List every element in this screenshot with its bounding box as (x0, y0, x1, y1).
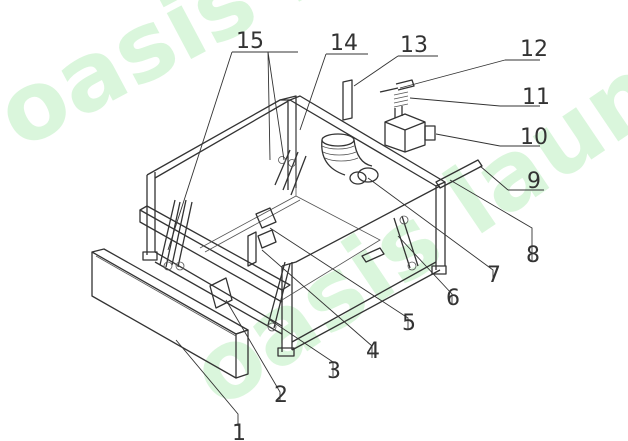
callout-7: 7 (487, 263, 501, 288)
callout-6: 6 (446, 286, 460, 311)
bellows-hose (321, 133, 379, 185)
callout-15: 15 (236, 29, 264, 54)
valve-block (384, 106, 436, 153)
callout-14: 14 (330, 31, 358, 56)
front-panel (91, 248, 249, 379)
callout-4: 4 (366, 339, 380, 364)
callout-9: 9 (527, 169, 541, 194)
callout-13: 13 (400, 33, 428, 58)
lever (435, 159, 483, 189)
callout-12: 12 (520, 37, 548, 62)
watermark-text-2: oasis laundry (171, 0, 628, 429)
callout-2: 2 (274, 383, 288, 408)
leader-lines (167, 51, 544, 426)
spring-bolt (379, 79, 415, 108)
callout-labels: 1 2 3 4 5 6 7 8 9 10 11 12 13 14 15 (232, 29, 550, 441)
small-brackets (209, 207, 385, 309)
callout-8: 8 (526, 243, 540, 268)
callout-11: 11 (522, 85, 550, 110)
bracket (342, 79, 353, 121)
callout-10: 10 (520, 125, 548, 150)
watermark: oasis laundry oasis laundry (0, 0, 628, 429)
callout-5: 5 (402, 311, 416, 336)
callout-1: 1 (232, 421, 246, 441)
callout-3: 3 (327, 359, 341, 384)
